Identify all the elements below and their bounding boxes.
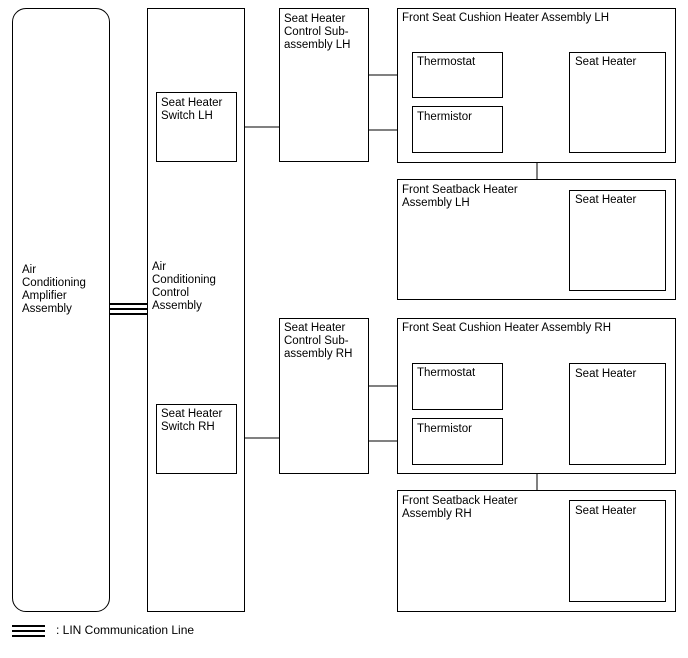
seat-heater-cushion-lh-label: Seat Heater bbox=[575, 56, 637, 68]
seat-heater-cushion-rh-label: Seat Heater bbox=[575, 368, 637, 380]
seatback-rh-title: Front Seatback Heater Assembly RH bbox=[402, 495, 518, 520]
seat-heater-switch-lh: Seat Heater Switch LH bbox=[156, 92, 237, 162]
cushion-rh-title: Front Seat Cushion Heater Assembly RH bbox=[402, 322, 612, 334]
legend-lin-symbol bbox=[12, 625, 45, 637]
thermistor-lh: Thermistor bbox=[412, 106, 503, 153]
legend-label: : LIN Communication Line bbox=[56, 623, 195, 637]
seatback-lh-title: Front Seatback Heater Assembly LH bbox=[402, 184, 518, 209]
control-sub-assembly-lh: Seat Heater Control Sub- assembly LH bbox=[279, 8, 369, 162]
control-sub-lh-label: Seat Heater Control Sub- assembly LH bbox=[284, 13, 351, 51]
seat-heater-seatback-rh-label: Seat Heater bbox=[575, 505, 637, 517]
amplifier-assembly-label: Air Conditioning Amplifier Assembly bbox=[22, 264, 86, 315]
thermistor-rh-label: Thermistor bbox=[417, 423, 472, 435]
seat-heater-cushion-rh: Seat Heater bbox=[569, 363, 666, 465]
control-sub-assembly-rh: Seat Heater Control Sub- assembly RH bbox=[279, 318, 369, 474]
thermostat-lh: Thermostat bbox=[412, 52, 503, 98]
switch-lh-label: Seat Heater Switch LH bbox=[161, 97, 223, 122]
thermostat-lh-label: Thermostat bbox=[417, 56, 476, 68]
cushion-lh-title: Front Seat Cushion Heater Assembly LH bbox=[402, 12, 610, 24]
seat-heater-seatback-rh: Seat Heater bbox=[569, 500, 666, 602]
thermostat-rh: Thermostat bbox=[412, 363, 503, 410]
thermistor-rh: Thermistor bbox=[412, 418, 503, 465]
seat-heater-cushion-lh: Seat Heater bbox=[569, 52, 666, 153]
control-sub-rh-label: Seat Heater Control Sub- assembly RH bbox=[284, 322, 353, 360]
seat-heater-seatback-lh: Seat Heater bbox=[569, 190, 666, 291]
control-assembly-label: Air Conditioning Control Assembly bbox=[152, 261, 216, 312]
thermistor-lh-label: Thermistor bbox=[417, 111, 472, 123]
seat-heater-seatback-lh-label: Seat Heater bbox=[575, 194, 637, 206]
thermostat-rh-label: Thermostat bbox=[417, 367, 476, 379]
switch-rh-label: Seat Heater Switch RH bbox=[161, 408, 223, 433]
seat-heater-switch-rh: Seat Heater Switch RH bbox=[156, 404, 237, 474]
amplifier-assembly-box: Air Conditioning Amplifier Assembly bbox=[12, 8, 110, 612]
